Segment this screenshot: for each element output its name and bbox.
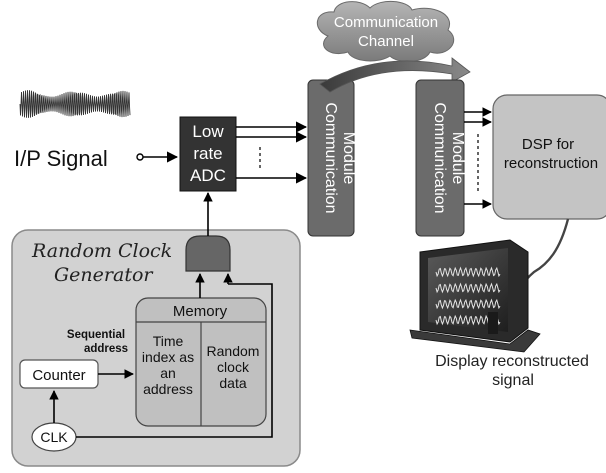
and-gate-icon <box>185 235 231 272</box>
generator-title-line2: Generator <box>54 264 154 286</box>
communication-channel-cloud: Communication Channel <box>317 1 455 62</box>
adc-block: Low rate ADC <box>179 116 237 192</box>
rx-module-line1: Communication <box>431 102 448 213</box>
adc-line1: Low <box>192 122 224 141</box>
adc-output-arrows <box>236 121 308 184</box>
input-waveform-icon <box>19 90 131 118</box>
dsp-line1: DSP for <box>522 136 574 153</box>
clk-source: CLK <box>31 422 77 452</box>
generator-title-line1: Random Clock <box>31 240 172 262</box>
memory-left-line4: address <box>143 381 193 397</box>
rx-communication-module: Communication Module <box>415 79 466 237</box>
tx-communication-module: Communication Module <box>307 79 357 237</box>
input-terminal-icon <box>136 153 144 161</box>
memory-title: Memory <box>173 303 228 320</box>
memory-random-clock-column: Random clock data <box>207 343 260 391</box>
counter-block: Counter <box>19 359 99 389</box>
display-line2: signal <box>492 372 534 389</box>
adc-line3: ADC <box>190 166 226 185</box>
generator-wiring <box>49 192 273 438</box>
channel-line1: Communication <box>334 14 438 31</box>
monitor-icon <box>409 239 541 353</box>
monitor-screen-waveforms-icon <box>435 266 501 326</box>
input-signal-label: I/P Signal <box>14 146 108 171</box>
channel-line2: Channel <box>358 33 414 50</box>
sequential-address-line1: Sequential <box>67 329 125 341</box>
rx-output-arrows <box>464 107 492 209</box>
memory-block: Memory Time index as an address Random c… <box>135 297 267 427</box>
memory-left-line3: an <box>160 365 176 381</box>
memory-right-line1: Random <box>207 343 260 359</box>
adc-line2: rate <box>193 144 222 163</box>
tx-module-line2: Module <box>340 132 357 185</box>
sequential-address-line2: address <box>84 343 128 355</box>
memory-left-line2: index as <box>142 349 194 365</box>
channel-arc-arrow <box>319 57 471 93</box>
memory-right-line2: clock <box>217 359 250 375</box>
clk-label: CLK <box>40 429 68 445</box>
monitor-waveform-row <box>435 282 501 294</box>
monitor-waveform-row <box>435 298 501 310</box>
memory-left-line1: Time <box>153 333 184 349</box>
monitor-waveform-row <box>435 266 501 278</box>
counter-label: Counter <box>32 367 85 384</box>
rx-module-line2: Module <box>449 132 466 185</box>
tx-module-line1: Communication <box>322 102 339 213</box>
dsp-line2: reconstruction <box>504 155 598 172</box>
display-line1: Display reconstructed <box>435 353 589 370</box>
memory-time-index-column: Time index as an address <box>142 333 194 397</box>
memory-right-line3: data <box>219 375 246 391</box>
dsp-block: DSP for reconstruction <box>492 94 606 220</box>
